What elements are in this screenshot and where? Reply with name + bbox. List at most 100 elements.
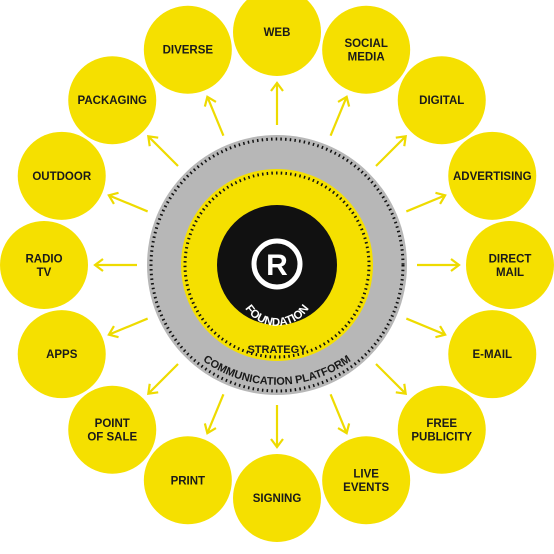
channel-circle [322, 5, 411, 94]
arrow-to-radio-tv [93, 258, 137, 272]
arrow-shaft [375, 363, 407, 395]
channel-node-apps: APPS [17, 310, 106, 399]
channel-label: FREE [426, 418, 457, 430]
channel-circle [322, 436, 411, 525]
channel-node-packaging: PACKAGING [68, 56, 157, 145]
arrow-shaft [405, 317, 446, 336]
channel-circle [68, 385, 157, 474]
arrow-shaft [147, 135, 179, 167]
foundation-core [217, 205, 337, 325]
channel-node-digital: DIGITAL [397, 56, 486, 145]
channel-label: SIGNING [253, 493, 302, 505]
arrow-shaft [375, 135, 407, 167]
channel-node-print: PRINT [143, 436, 232, 525]
arrow-shaft [329, 96, 348, 137]
arrow-head [107, 191, 119, 205]
channel-node-e-mail: E-MAIL [448, 310, 537, 399]
channel-node-free-publicity: FREE PUBLICITY [397, 385, 486, 474]
arrow-to-apps [107, 317, 149, 339]
arrow-head [450, 258, 461, 272]
channel-circle [143, 5, 232, 94]
channel-label: PACKAGING [78, 95, 147, 107]
channel-label: DIGITAL [419, 95, 464, 107]
arrow-head [203, 423, 217, 435]
arrow-shaft [206, 96, 225, 137]
channel-label: OUTDOOR [32, 171, 91, 183]
channel-circle [233, 0, 321, 76]
arrow-shaft [206, 393, 225, 434]
channel-label: DIRECT [489, 253, 532, 265]
channel-circle [17, 310, 106, 399]
arrow-to-free-publicity [375, 363, 407, 395]
channel-circle [143, 436, 232, 525]
arrow-to-print [203, 393, 225, 435]
arrow-head [147, 383, 159, 395]
arrow-head [270, 81, 284, 92]
arrow-to-diverse [203, 95, 225, 137]
arrow-head [395, 383, 407, 395]
arrow-head [93, 258, 104, 272]
strategy-label: STRATEGY [247, 344, 307, 356]
arrow-head [107, 325, 119, 339]
arrow-to-advertising [405, 191, 447, 213]
channel-node-diverse: DIVERSE [143, 5, 232, 94]
arrow-head [337, 423, 351, 435]
channel-node-outdoor: OUTDOOR [17, 131, 106, 220]
channel-node-direct-mail: DIRECT MAIL [466, 221, 554, 309]
channel-circle [68, 56, 157, 145]
arrow-to-e-mail [405, 317, 447, 339]
channel-label: POINT [95, 418, 130, 430]
arrow-shaft [405, 194, 446, 213]
strategy-dotted-border [183, 171, 371, 359]
channel-label: APPS [46, 349, 78, 361]
channel-label: TV [37, 267, 52, 279]
arrow-head [395, 135, 407, 147]
channel-label: DIVERSE [163, 45, 214, 57]
channel-label: PUBLICITY [411, 432, 472, 444]
platform-dotted-border [149, 137, 405, 393]
arrow-to-outdoor [107, 191, 149, 213]
arrow-head [435, 325, 447, 339]
arrow-to-social-media [329, 95, 351, 137]
channel-circle [448, 131, 537, 220]
channel-label: LIVE [353, 469, 379, 481]
arrow-to-signing [270, 405, 284, 449]
channel-node-point-of-sale: POINT OF SALE [68, 385, 157, 474]
arrow-to-point-of-sale [147, 363, 179, 395]
channel-node-signing: SIGNING [233, 454, 321, 542]
arrow-to-live-events [329, 393, 351, 435]
arrow-head [147, 135, 159, 147]
channel-label: E-MAIL [472, 349, 512, 361]
channel-circle [397, 385, 486, 474]
channel-label: OF SALE [87, 432, 137, 444]
channel-circle [397, 56, 486, 145]
arrow-to-direct-mail [417, 258, 461, 272]
channel-circle [17, 131, 106, 220]
channel-label: MAIL [496, 267, 524, 279]
channel-label: RADIO [25, 253, 62, 265]
channel-label: EVENTS [343, 482, 389, 494]
channel-circle [233, 454, 321, 542]
arrow-shaft [147, 363, 179, 395]
arrows-group [93, 81, 461, 449]
arrow-shaft [108, 194, 149, 213]
arrow-head [203, 95, 217, 107]
arrow-head [270, 438, 284, 449]
arrow-to-web [270, 81, 284, 125]
channel-node-advertising: ADVERTISING [448, 131, 537, 220]
arrow-shaft [329, 393, 348, 434]
arrow-to-digital [375, 135, 407, 167]
channel-label: WEB [264, 27, 291, 39]
channel-node-radio-tv: RADIO TV [0, 221, 88, 309]
channel-circle [466, 221, 554, 309]
arrow-head [435, 191, 447, 205]
arrow-shaft [108, 317, 149, 336]
channel-label: ADVERTISING [453, 171, 532, 183]
arrow-head [337, 95, 351, 107]
channel-circle [448, 310, 537, 399]
channel-circle [0, 221, 88, 309]
